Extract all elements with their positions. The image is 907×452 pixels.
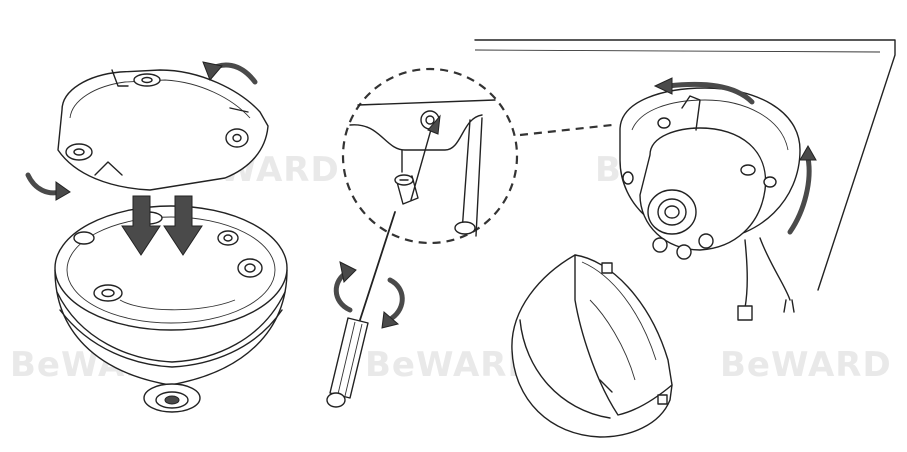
panel-mount-plate bbox=[25, 61, 288, 413]
rotate-arrow-icon bbox=[25, 172, 71, 201]
dome-cover bbox=[511, 254, 673, 438]
rotate-arrow-icon bbox=[202, 61, 258, 85]
ceiling-surface bbox=[474, 39, 896, 291]
rotate-arrow-icon bbox=[787, 144, 817, 235]
camera-dome-body bbox=[54, 205, 288, 413]
rotate-arrow-icon bbox=[653, 77, 755, 105]
mounting-plate bbox=[57, 69, 269, 191]
panel-ceiling-mount bbox=[474, 39, 896, 438]
panel-screw-detail bbox=[326, 67, 519, 408]
arrow-down-icon bbox=[121, 195, 161, 256]
rotate-arrow-icon bbox=[381, 277, 405, 329]
detail-magnifier bbox=[341, 67, 519, 245]
screw bbox=[394, 114, 441, 205]
rotate-arrow-icon bbox=[333, 261, 357, 313]
arrow-down-icon bbox=[163, 195, 203, 256]
detail-connector bbox=[519, 123, 613, 137]
screwdriver bbox=[326, 211, 396, 408]
camera-mounted bbox=[619, 87, 801, 260]
camera-cables bbox=[737, 237, 795, 321]
